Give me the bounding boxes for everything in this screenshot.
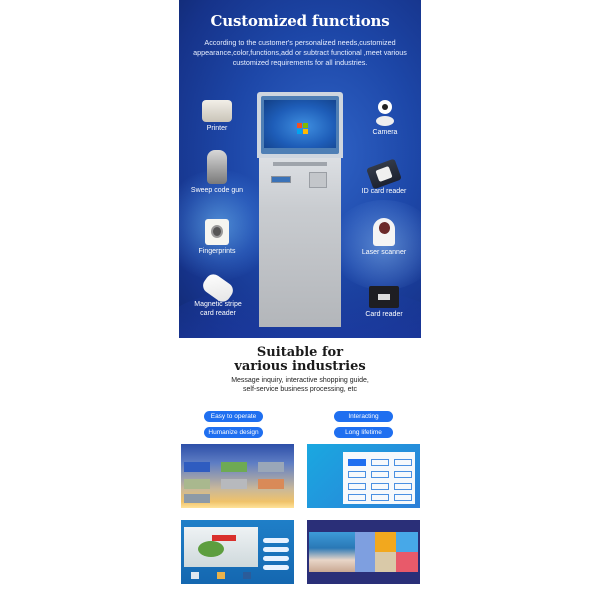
accessory-camera: Camera	[355, 100, 415, 138]
banner-image	[184, 527, 258, 567]
bank-info-screen	[181, 520, 294, 584]
menu-button	[348, 459, 366, 466]
hero-description: According to the customer's personalized…	[193, 38, 407, 67]
industries-title: Suitable for various industries	[179, 346, 421, 374]
accessory-sweep-code-gun: Sweep code gun	[183, 150, 251, 196]
side-button	[263, 556, 289, 561]
menu-button	[371, 483, 389, 490]
bottom-icon	[243, 572, 251, 579]
category-tile	[355, 532, 375, 572]
accessory-label: card reader	[200, 309, 236, 317]
category-tile	[375, 552, 396, 572]
side-button	[263, 538, 289, 543]
accessory-label: Camera	[372, 129, 398, 136]
accessory-label: Magnetic stripe	[194, 301, 242, 308]
menu-button	[348, 471, 366, 478]
screen-tile	[258, 462, 284, 472]
model-photo	[309, 532, 355, 572]
menu-button	[348, 483, 366, 490]
laser-scanner-icon	[373, 218, 395, 246]
menu-grid-screen	[307, 444, 420, 508]
menu-button	[394, 494, 412, 501]
screen-tile	[258, 479, 284, 489]
screen-tile	[184, 494, 210, 503]
industries-title-line1: Suitable for	[256, 345, 344, 360]
industries-description: Message inquiry, interactive shopping gu…	[179, 377, 421, 394]
hero-title: Customized functions	[210, 12, 390, 30]
fashion-store-screen	[307, 520, 420, 584]
camera-icon	[376, 100, 394, 126]
accessory-laser-scanner: Laser scanner	[351, 218, 417, 258]
accessory-label: Laser scanner	[361, 249, 407, 256]
accessory-label: Printer	[206, 125, 228, 132]
menu-button	[371, 494, 389, 501]
side-button	[263, 547, 289, 552]
accessory-id-card-reader: ID card reader	[351, 158, 417, 197]
feature-pill-interacting: Interacting	[334, 411, 393, 422]
service-portal-screen	[181, 444, 294, 508]
menu-button	[394, 483, 412, 490]
card-reader-icon	[369, 286, 399, 308]
accessory-label: Card reader	[365, 311, 403, 318]
bottom-icon	[191, 572, 199, 579]
accessory-printer: Printer	[187, 100, 247, 134]
industries-title-line2: various industries	[234, 359, 366, 374]
kiosk-machine-image	[257, 92, 343, 327]
kiosk-qr-scanner	[309, 172, 327, 188]
accessory-card-reader: Card reader	[351, 286, 417, 320]
industries-desc-line1: Message inquiry, interactive shopping gu…	[231, 377, 369, 384]
category-tile	[396, 532, 418, 552]
printer-icon	[202, 100, 232, 122]
category-tile	[396, 552, 418, 572]
menu-button	[348, 494, 366, 501]
feature-pill-humanize-design: Humanize design	[204, 427, 263, 438]
menu-button	[371, 471, 389, 478]
screen-tile	[221, 479, 247, 489]
kiosk-body	[259, 158, 341, 327]
barcode-scanner-icon	[207, 150, 227, 184]
id-card-reader-icon	[366, 158, 402, 190]
side-button	[263, 565, 289, 570]
kiosk-card-slot	[271, 176, 291, 183]
screen-tile	[184, 479, 210, 489]
accessory-label: ID card reader	[361, 188, 407, 195]
kiosk-screen	[264, 100, 336, 148]
industries-desc-line2: self-service business processing, etc	[243, 385, 357, 393]
feature-pill-long-lifetime: Long lifetime	[334, 427, 393, 438]
screen-tile	[184, 462, 210, 472]
accessory-label: Fingerprints	[198, 248, 236, 255]
accessory-label: Sweep code gun	[190, 187, 244, 194]
customized-functions-banner: Customized functions According to the cu…	[179, 0, 421, 338]
product-page: Customized functions According to the cu…	[179, 0, 421, 600]
screen-tile	[221, 462, 247, 472]
accessory-fingerprints: Fingerprints	[187, 219, 247, 257]
windows-logo-icon	[297, 123, 309, 135]
fingerprint-reader-icon	[205, 219, 229, 245]
menu-button	[371, 459, 389, 466]
kiosk-head	[257, 92, 343, 158]
category-tile	[375, 532, 396, 552]
menu-button	[394, 471, 412, 478]
feature-pill-easy-to-operate: Easy to operate	[204, 411, 263, 422]
menu-button	[394, 459, 412, 466]
kiosk-keyboard	[273, 162, 327, 166]
bottom-icon	[217, 572, 225, 579]
accessory-magnetic-stripe-reader: Magnetic stripe card reader	[183, 271, 253, 318]
